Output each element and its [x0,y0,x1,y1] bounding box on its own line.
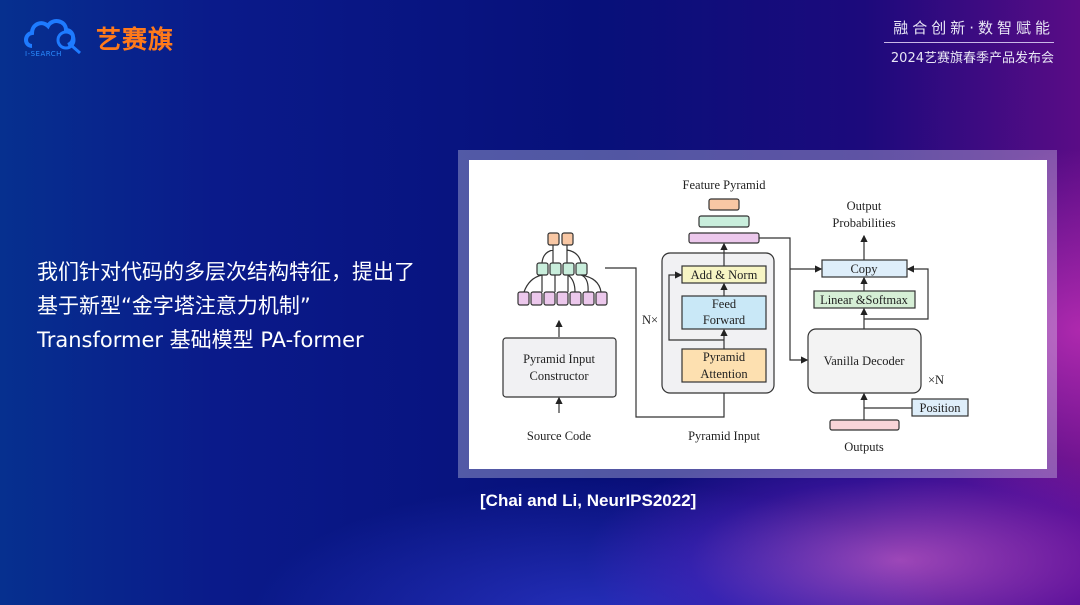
constructor-label: Constructor [529,369,589,383]
constructor-label: Pyramid Input [523,352,595,366]
pyramid-attention-box [681,348,767,383]
feature-pyramid-label: Feature Pyramid [683,178,767,192]
output-probabilities-label: Output [847,199,882,213]
lead-line: 我们针对代码的多层次结构特征，提出了 [37,260,415,284]
nx-label: N× [642,313,658,327]
feed-forward-label: Forward [703,313,746,327]
xn-label: ×N [928,373,944,387]
feed-forward-label: Feed [712,297,737,311]
vanilla-decoder-label: Vanilla Decoder [824,354,906,368]
architecture-figure: Feature Pyramid Pyramid Input Constructo… [469,160,1047,469]
pyramid-attention-label: Attention [700,367,748,381]
linear-softmax-label: Linear &Softmax [820,293,909,307]
pyramid-tree [517,232,608,306]
feature-bar-bottom [688,232,760,244]
pyramid-attention-label: Pyramid [703,350,746,364]
citation: [Chai and Li, NeurIPS2022] [480,491,697,510]
brand-name: 艺赛旗 [96,25,175,54]
cloud-search-logo-icon [24,19,81,54]
output-probabilities-label: Probabilities [832,216,895,230]
feed-forward-box [681,295,767,330]
copy-label: Copy [850,262,878,276]
lead-text: 我们针对代码的多层次结构特征，提出了 基于新型“金字塔注意力机制” Transf… [37,255,415,357]
outputs-label: Outputs [844,440,884,454]
event-title: 2024艺赛旗春季产品发布会 [890,51,1054,66]
lead-line: 基于新型“金字塔注意力机制” [37,294,311,318]
feature-bar-mid [698,215,750,228]
pyramid-input-label: Pyramid Input [688,429,760,443]
divider [884,42,1054,43]
brand-sub: I-SEARCH [25,50,62,58]
outputs-bar [829,419,900,431]
source-code-label: Source Code [527,429,592,443]
add-norm-label: Add & Norm [691,268,758,282]
position-label: Position [920,401,962,415]
lead-line: Transformer 基础模型 PA-former [37,328,364,352]
feature-bar-top [708,198,740,211]
slogan: 融合创新·数智赋能 [893,19,1054,37]
pyramid-input-constructor-box [502,337,617,398]
